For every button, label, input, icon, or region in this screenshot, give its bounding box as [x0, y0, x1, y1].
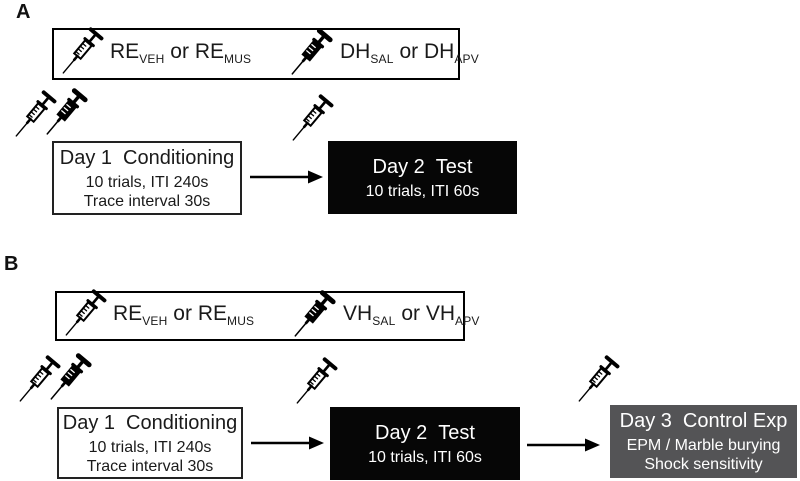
day-box-title: Day 1 Conditioning [63, 411, 237, 435]
legend-text-part: DH [423, 39, 455, 63]
day-number: Day 1 [62, 411, 116, 434]
legend-subscript: MUS [227, 313, 255, 328]
day-box-detail: 10 trials, ITI 240s [88, 438, 212, 456]
day-box-detail: 10 trials, ITI 60s [365, 182, 480, 200]
day-number: Day 1 [59, 146, 113, 169]
legend-text-part: or [393, 39, 424, 63]
day-box-detail: 10 trials, ITI 240s [85, 173, 209, 191]
syringe-outline-icon [286, 353, 342, 413]
legend-text-part: or [164, 39, 195, 63]
day-phase: Test [438, 421, 475, 444]
legend-text-part: VH [343, 301, 373, 325]
panel-b-legend-vh-text: VHSAL or VHAPV [343, 302, 480, 328]
legend-subscript: APV [454, 51, 479, 66]
legend-subscript: MUS [224, 51, 252, 66]
panel-b-day2-test-box: Day 2 Test 10 trials, ITI 60s [330, 407, 520, 480]
day-phase: Conditioning [126, 411, 238, 434]
arrow-right-icon [250, 170, 323, 184]
day-number: Day 2 [375, 421, 428, 444]
panel-a-legend-dh-text: DHSAL or DHAPV [340, 40, 479, 66]
legend-text-part: or [395, 301, 426, 325]
day-box-title: Day 2 Test [375, 421, 475, 445]
panel-a-legend-re-text: REVEH or REMUS [110, 40, 251, 66]
day-box-detail: Trace interval 30s [86, 457, 214, 475]
day-box-detail: 10 trials, ITI 60s [368, 448, 482, 466]
panel-a-label: A [16, 1, 31, 23]
panel-a-legend-box [52, 28, 460, 80]
legend-text-part: RE [197, 301, 227, 325]
legend-text-part: RE [194, 39, 224, 63]
legend-text-part: or [167, 301, 198, 325]
panel-b-label: B [4, 253, 19, 275]
legend-subscript: APV [455, 313, 480, 328]
legend-text-part: VH [425, 301, 456, 325]
day-box-title: Day 1 Conditioning [60, 146, 234, 170]
day-box-title: Day 2 Test [373, 155, 473, 179]
day-phase: Test [435, 155, 473, 178]
panel-b-day3-control-box: Day 3 Control Exp EPM / Marble burying Sh… [610, 405, 797, 478]
panel-b-legend-box [55, 291, 465, 341]
legend-subscript: VEH [142, 313, 168, 328]
legend-subscript: VEH [139, 51, 165, 66]
day-box-title: Day 3 Control Exp [620, 409, 788, 433]
legend-subscript: SAL [372, 313, 396, 328]
day-box-detail: Trace interval 30s [83, 192, 211, 210]
arrow-right-icon [251, 436, 324, 450]
syringe-outline-icon [568, 351, 624, 411]
arrow-right-icon [527, 438, 600, 452]
legend-text-part: DH [340, 39, 371, 63]
day-phase: Conditioning [123, 146, 235, 169]
day-number: Day 2 [372, 155, 425, 178]
panel-b-legend-re-text: REVEH or REMUS [113, 302, 254, 328]
panel-b-day1-conditioning-box: Day 1 Conditioning 10 trials, ITI 240s Tr… [57, 407, 243, 479]
legend-text-part: RE [110, 39, 140, 63]
day-box-detail: Shock sensitivity [644, 456, 763, 473]
panel-a-day1-conditioning-box: Day 1 Conditioning 10 trials, ITI 240s Tr… [52, 141, 242, 215]
panel-a-day2-test-box: Day 2 Test 10 trials, ITI 60s [328, 141, 517, 214]
day-phase: Control Exp [682, 410, 788, 432]
day-box-detail: EPM / Marble burying [626, 437, 781, 454]
legend-text-part: RE [113, 301, 143, 325]
legend-subscript: SAL [370, 51, 394, 66]
day-number: Day 3 [619, 410, 672, 432]
